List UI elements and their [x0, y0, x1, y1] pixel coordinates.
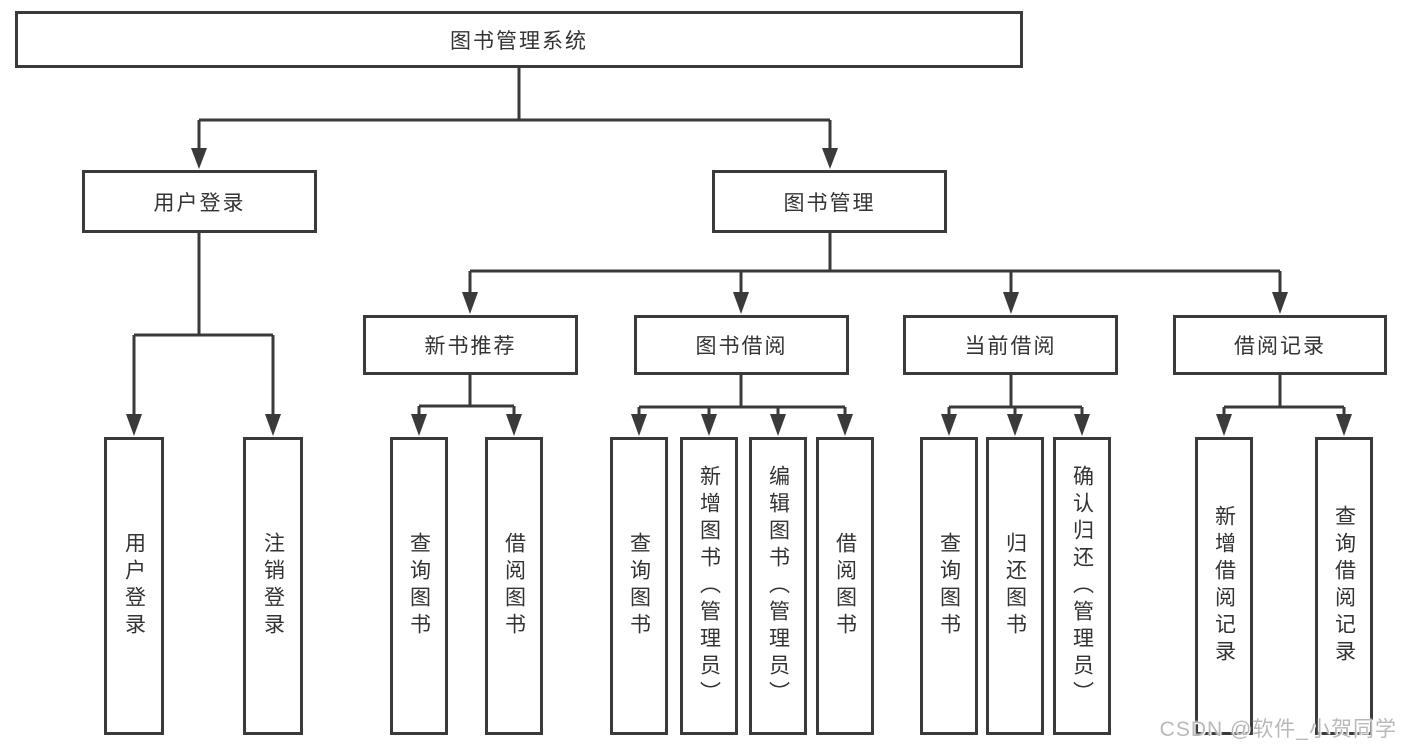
leaf-edit-books-admin: 编辑图书（管理员） — [749, 437, 807, 735]
arrowhead — [837, 414, 853, 436]
leaf-borrow-books-1: 借阅图书 — [485, 437, 543, 735]
arrowhead — [1216, 414, 1232, 436]
arrowhead — [1074, 414, 1090, 436]
leaf-label: 新增借阅记录 — [1212, 505, 1236, 667]
arrowhead — [770, 414, 786, 436]
node-book-management: 图书管理 — [712, 170, 947, 233]
arrowhead — [941, 414, 957, 436]
leaf-label: 查询图书 — [937, 532, 961, 640]
leaf-label: 查询图书 — [407, 532, 431, 640]
leaf-label: 查询借阅记录 — [1332, 505, 1356, 667]
arrowhead — [265, 414, 281, 436]
leaf-return-books: 归还图书 — [986, 437, 1044, 735]
leaf-user-login: 用户登录 — [104, 437, 164, 735]
arrowhead — [1336, 414, 1352, 436]
leaf-label: 查询图书 — [627, 532, 651, 640]
arrowhead — [191, 148, 207, 169]
arrowhead — [462, 292, 478, 314]
leaf-query-borrow-record: 查询借阅记录 — [1315, 437, 1373, 735]
arrowhead — [1003, 292, 1019, 314]
node-book-borrow: 图书借阅 — [634, 315, 849, 375]
node-root: 图书管理系统 — [15, 11, 1023, 68]
leaf-label: 用户登录 — [122, 532, 146, 640]
leaf-borrow-books-2: 借阅图书 — [816, 437, 874, 735]
arrowhead — [733, 292, 749, 314]
leaf-logout: 注销登录 — [243, 437, 303, 735]
leaf-label: 注销登录 — [261, 532, 285, 640]
csdn-watermark: CSDN @软件_小贺同学 — [1159, 718, 1397, 741]
leaf-label: 编辑图书（管理员） — [766, 464, 790, 708]
leaf-query-books-2: 查询图书 — [610, 437, 668, 735]
node-new-book-recommend: 新书推荐 — [363, 315, 578, 375]
arrowhead — [126, 414, 142, 436]
arrowhead — [1272, 292, 1288, 314]
arrowhead — [1007, 414, 1023, 436]
leaf-query-books-1: 查询图书 — [390, 437, 448, 735]
leaf-add-books-admin: 新增图书（管理员） — [680, 437, 738, 735]
leaf-query-books-3: 查询图书 — [920, 437, 978, 735]
arrowhead — [631, 414, 647, 436]
arrowhead — [411, 414, 427, 436]
leaf-label: 归还图书 — [1003, 532, 1027, 640]
node-user-login: 用户登录 — [82, 170, 317, 233]
leaf-label: 借阅图书 — [502, 532, 526, 640]
arrowhead — [822, 148, 838, 169]
node-current-borrow: 当前借阅 — [903, 315, 1118, 375]
leaf-label: 确认归还（管理员） — [1070, 464, 1094, 708]
leaf-label: 新增图书（管理员） — [697, 464, 721, 708]
leaf-label: 借阅图书 — [833, 532, 857, 640]
arrowhead — [701, 414, 717, 436]
node-borrow-records: 借阅记录 — [1173, 315, 1387, 375]
leaf-add-borrow-record: 新增借阅记录 — [1195, 437, 1253, 735]
leaf-confirm-return-admin: 确认归还（管理员） — [1053, 437, 1111, 735]
arrowhead — [506, 414, 522, 436]
